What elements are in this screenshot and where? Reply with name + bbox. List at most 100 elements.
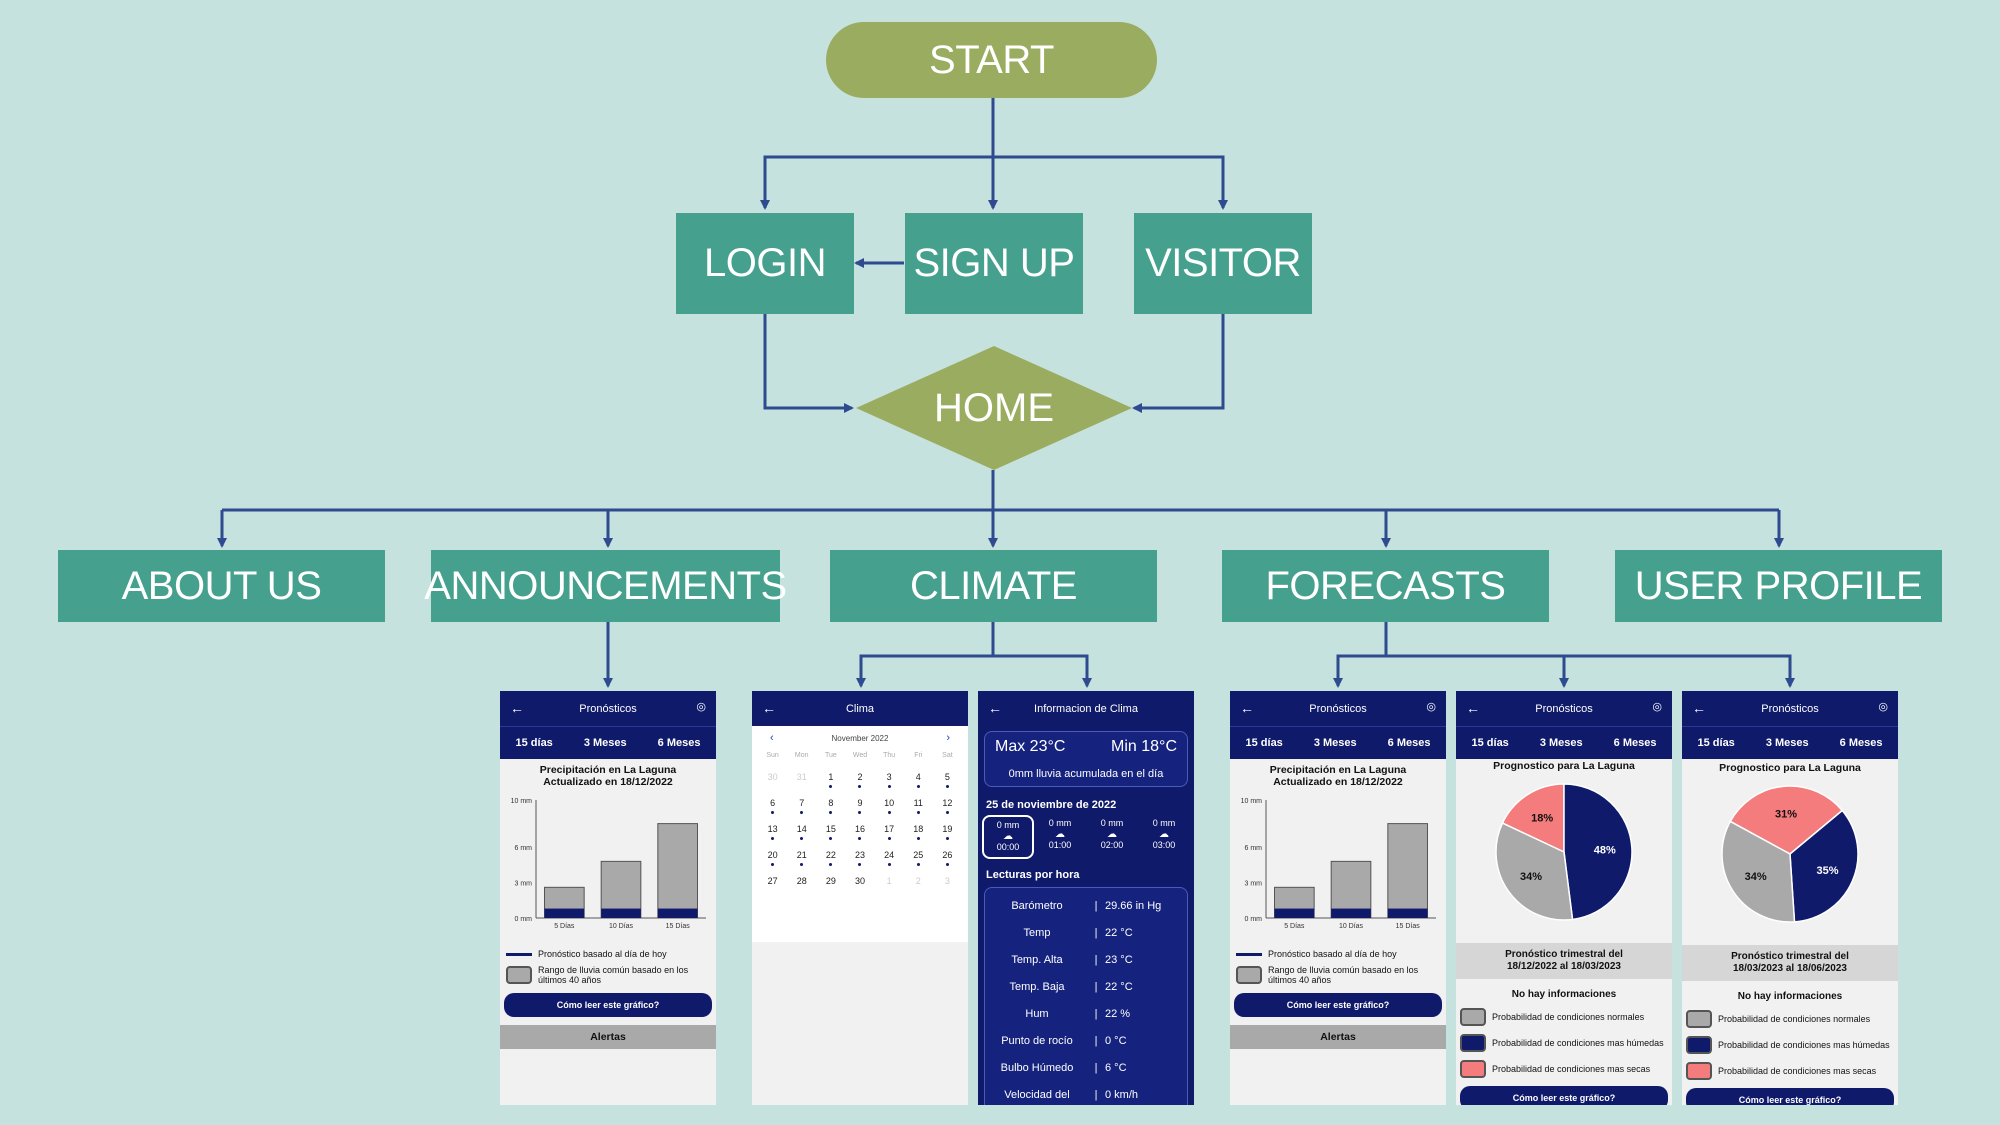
- y-tick-label: 6 mm: [1245, 845, 1263, 852]
- tab-6-meses[interactable]: 6 Meses: [657, 737, 701, 749]
- calendar-day[interactable]: 24: [875, 850, 904, 866]
- calendar-day[interactable]: 26: [933, 850, 962, 866]
- period-line2: 18/03/2023 al 18/06/2023: [1733, 963, 1847, 974]
- location-pin-icon[interactable]: ◎: [696, 701, 706, 713]
- calendar-day[interactable]: 29: [825, 876, 836, 886]
- calendar-day[interactable]: 1: [886, 876, 892, 886]
- hour-slot[interactable]: 0 mm☁01:00: [1034, 815, 1086, 859]
- calendar-day[interactable]: 23: [845, 850, 874, 866]
- tab-3-meses[interactable]: 3 Meses: [1313, 737, 1357, 749]
- hour-slot[interactable]: 0 mm☁03:00: [1138, 815, 1190, 859]
- calendar-day[interactable]: 15: [816, 824, 845, 840]
- back-arrow-icon[interactable]: ←: [510, 700, 524, 716]
- location-pin-icon[interactable]: ◎: [1878, 701, 1888, 713]
- tab-15-dias[interactable]: 15 días: [1697, 737, 1735, 749]
- reading-separator: |: [1094, 953, 1098, 966]
- calendar-day[interactable]: 22: [816, 850, 845, 866]
- reading-label: Punto de rocío: [1001, 1034, 1073, 1047]
- how-to-read-button[interactable]: Cómo leer este gráfico?: [1686, 1088, 1894, 1105]
- calendar-day[interactable]: 25: [904, 850, 933, 866]
- reading-label: Temp. Alta: [1011, 953, 1063, 966]
- how-to-read-button[interactable]: Cómo leer este gráfico?: [1234, 993, 1442, 1017]
- tab-3-meses[interactable]: 3 Meses: [1539, 737, 1583, 749]
- weekday-label: Tue: [824, 752, 837, 759]
- calendar-day[interactable]: 3: [875, 772, 904, 788]
- legend-wetter-swatch: [1686, 1036, 1712, 1054]
- calendar-day[interactable]: 2: [915, 876, 921, 886]
- tab-15-dias[interactable]: 15 días: [1471, 737, 1509, 749]
- calendar-day[interactable]: 3: [944, 876, 950, 886]
- reading-label: Barómetro: [1011, 899, 1063, 912]
- hour-slot[interactable]: 0 mm☁00:00: [982, 815, 1034, 859]
- calendar-day[interactable]: 16: [845, 824, 874, 840]
- tab-6-meses[interactable]: 6 Meses: [1839, 737, 1883, 749]
- calendar-day[interactable]: 10: [875, 798, 904, 814]
- calendar-day[interactable]: 14: [787, 824, 816, 840]
- back-arrow-icon[interactable]: ←: [1240, 700, 1254, 716]
- alerts-bar[interactable]: Alertas: [1230, 1025, 1446, 1049]
- legend-drier-swatch: [1686, 1062, 1712, 1080]
- tab-3-meses[interactable]: 3 Meses: [583, 737, 627, 749]
- tab-15-dias[interactable]: 15 días: [515, 737, 553, 749]
- calendar-day[interactable]: 4: [904, 772, 933, 788]
- next-month-icon[interactable]: ›: [946, 732, 950, 744]
- calendar-month-nav: ‹ November 2022 ›: [752, 732, 968, 744]
- calendar-day[interactable]: 11: [904, 798, 933, 814]
- calendar-day[interactable]: 6: [758, 798, 787, 814]
- back-arrow-icon[interactable]: ←: [988, 700, 1002, 716]
- tab-15-dias[interactable]: 15 días: [1245, 737, 1283, 749]
- calendar-day[interactable]: 17: [875, 824, 904, 840]
- how-to-read-button[interactable]: Cómo leer este gráfico?: [504, 993, 712, 1017]
- header-title: Clima: [845, 702, 875, 715]
- calendar-day[interactable]: 9: [845, 798, 874, 814]
- app-header: ← Pronósticos ◎: [1456, 691, 1672, 726]
- calendar-day[interactable]: 1: [816, 772, 845, 788]
- calendar-day[interactable]: 28: [796, 876, 807, 886]
- tab-3-meses[interactable]: 3 Meses: [1765, 737, 1809, 749]
- calendar-day[interactable]: 12: [933, 798, 962, 814]
- y-tick-label: 3 mm: [1245, 881, 1263, 888]
- calendar-day[interactable]: 5: [933, 772, 962, 788]
- back-arrow-icon[interactable]: ←: [1692, 700, 1706, 716]
- location-pin-icon[interactable]: ◎: [1652, 701, 1662, 713]
- calendar-day[interactable]: 30: [854, 876, 865, 886]
- login-node: LOGIN: [676, 213, 854, 314]
- legend-normal-swatch: [1686, 1010, 1712, 1028]
- y-tick-label: 0 mm: [1245, 916, 1263, 923]
- legend-drier: Probabilidad de condiciones mas secas: [1686, 1062, 1894, 1080]
- calendar-day[interactable]: 20: [758, 850, 787, 866]
- tab-6-meses[interactable]: 6 Meses: [1613, 737, 1657, 749]
- calendar-day[interactable]: 18: [904, 824, 933, 840]
- tab-6-meses[interactable]: 6 Meses: [1387, 737, 1431, 749]
- period-tabs: 15 días 3 Meses 6 Meses: [1456, 726, 1672, 759]
- calendar-day[interactable]: 21: [787, 850, 816, 866]
- app-header: ← Clima: [752, 691, 968, 726]
- home-node: HOME: [856, 346, 1132, 470]
- legend-forecast: Pronóstico basado al día de hoy: [506, 949, 710, 959]
- reading-value: 0 km/h: [1105, 1088, 1139, 1101]
- how-to-read-button[interactable]: Cómo leer este gráfico?: [1460, 1086, 1668, 1105]
- calendar-day[interactable]: 8: [816, 798, 845, 814]
- prev-month-icon[interactable]: ‹: [770, 732, 774, 744]
- section-forecasts: FORECASTS: [1222, 550, 1549, 622]
- calendar-day[interactable]: 27: [767, 876, 778, 886]
- calendar-day[interactable]: 13: [758, 824, 787, 840]
- hour-rain: 0 mm: [996, 820, 1020, 830]
- chart-title-line2: Actualizado en 18/12/2022: [543, 776, 673, 788]
- location-pin-icon[interactable]: ◎: [1426, 701, 1436, 713]
- alerts-bar[interactable]: Alertas: [500, 1025, 716, 1049]
- back-arrow-icon[interactable]: ←: [762, 700, 776, 716]
- daily-rain: 0mm lluvia acumulada en el día: [1008, 768, 1164, 780]
- legend-forecast-label: Pronóstico basado al día de hoy: [1268, 949, 1397, 959]
- selected-date: 25 de noviembre de 2022: [986, 799, 1117, 811]
- calendar-day[interactable]: 7: [787, 798, 816, 814]
- period-line1: Pronóstico trimestral del: [1731, 951, 1849, 962]
- calendar-day[interactable]: 2: [845, 772, 874, 788]
- calendar-day[interactable]: 31: [796, 772, 807, 782]
- hour-slot[interactable]: 0 mm☁02:00: [1086, 815, 1138, 859]
- calendar-day[interactable]: 30: [767, 772, 778, 782]
- pie-slice-label: 34%: [1520, 871, 1542, 883]
- back-arrow-icon[interactable]: ←: [1466, 700, 1480, 716]
- calendar-day[interactable]: 19: [933, 824, 962, 840]
